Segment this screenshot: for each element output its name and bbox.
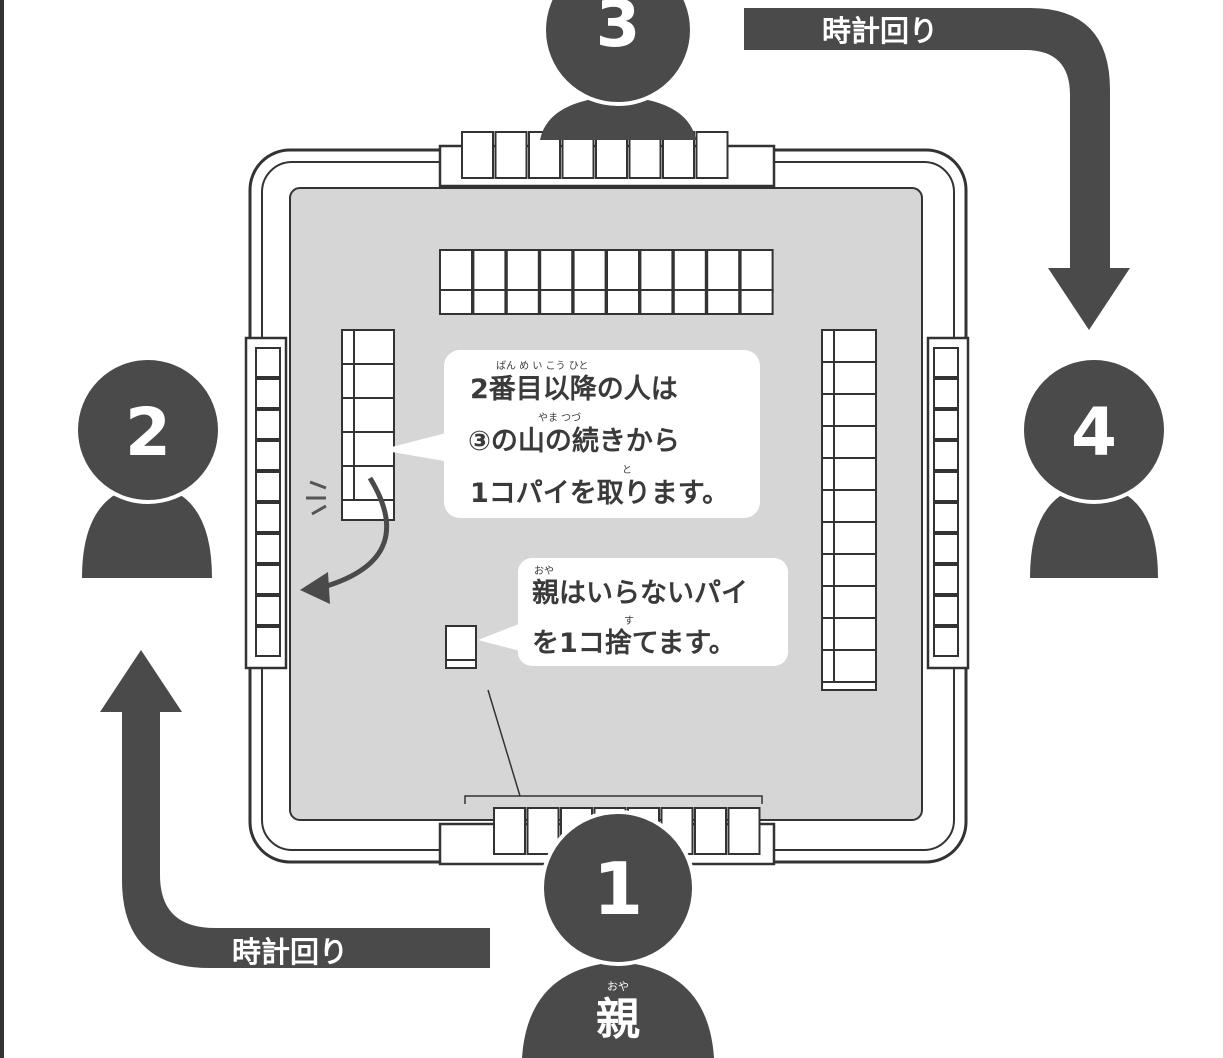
hand-tile [493,807,526,855]
wall-tile [833,649,877,683]
wall-tile [833,457,877,491]
wall-tile [606,249,640,293]
wall-tile [833,585,877,619]
arrow-label-top-right: 時計回り [822,14,938,48]
callout-draw-ruby-1: ばん め い こう ひと [496,360,588,372]
wall-tile [606,289,640,315]
wall-tile [833,489,877,523]
dealer-label: 親 [596,994,640,1045]
hand-tile [933,347,959,378]
discarded-tile [445,625,477,669]
callout-draw-ruby-2: やま つづ [538,412,581,424]
hand-tile [727,807,761,855]
discard-pointer-lines [464,689,763,804]
wall-right [821,329,877,691]
hand-tile [933,564,959,595]
arrow-ruby-bottom-left: と けい まわ [246,911,308,924]
hand-tile [255,409,281,440]
wall-tile [706,249,741,293]
rack-top [438,131,776,188]
hand-tile [933,409,959,440]
wall-tile [639,289,674,315]
wall-tile [572,289,607,315]
wall-tile [353,397,395,433]
wall-tile [672,249,707,293]
hand-tile [255,595,281,626]
wall-tile [833,521,877,555]
hand-tile [933,378,959,409]
callout-discard-line-2: を1コ捨てます。 [532,627,736,659]
clockwise-arrow-bottom-left: と けい まわ 時計回り [100,650,490,969]
callout-draw-line-3: 1コパイを取ります。 [470,478,729,509]
hand-tile [933,533,959,564]
wall-tile [505,289,540,315]
hand-tile [933,595,959,626]
wall-tile [833,329,877,363]
wall-tile [833,361,877,395]
wall-tile [821,681,877,691]
hand-tile [255,533,281,564]
player-2-number: 2 [125,394,171,471]
wall-tile [833,393,877,427]
clockwise-arrow-top-right: 時計回り [744,8,1130,330]
player-2: 2 [74,356,222,578]
wall-tile [439,249,473,293]
hand-tile [255,440,281,471]
player-4: 4 [1020,356,1168,578]
wall-tile [353,363,395,399]
callout-draw-line-1: 2番目以降の人は [470,374,678,405]
rack-left [244,336,288,670]
wall-tile [706,289,741,315]
callout-discard: おや 親はいらないパイ す を1コ捨てます。 [478,558,788,666]
wall-tile [672,289,707,315]
hand-tile [255,471,281,502]
player-1: 1 おや 親 [522,810,714,1058]
left-border [0,0,4,1058]
wall-tile [833,553,877,587]
hand-tile [933,502,959,533]
hand-tile [695,131,729,179]
dealer-ruby: おや [607,980,629,993]
hand-tile [461,131,494,179]
hand-tile [255,626,281,657]
hand-tile [494,131,528,179]
callout-discard-line-1: 親はいらないパイ [532,578,748,609]
player-3-number: 3 [596,0,641,62]
wall-tile [505,249,540,293]
hand-tile [694,807,727,855]
hand-tile [255,564,281,595]
draw-motion-arrow [300,476,390,604]
wall-tile [472,249,507,293]
callout-draw: ばん め い こう ひと 2番目以降の人は やま つづ ③の山の続きから と 1… [380,350,760,518]
hand-tile [933,626,959,657]
wall-tile [539,289,574,315]
hand-tile [933,471,959,502]
hand-tile [255,502,281,533]
hand-tile [933,440,959,471]
wall-tile [739,289,774,315]
hand-tile [255,347,281,378]
wall-left [341,329,395,521]
player-3: 3 [540,0,696,140]
wall-tile [572,249,607,293]
rack-right [926,336,970,670]
wall-tile [739,249,774,293]
hand-tile [255,378,281,409]
arrow-label-bottom-left: 時計回り [232,935,348,969]
wall-tile [439,289,473,315]
player-1-number: 1 [593,847,643,931]
callout-draw-line-2: ③の山の続きから [468,426,680,457]
callout-discard-ruby-1: おや [534,565,554,577]
wall-tile [353,329,395,365]
wall-tile [833,617,877,651]
wall-tile [472,289,507,315]
wall-tile [833,425,877,459]
wall-tile [639,249,674,293]
wall-tile [539,249,574,293]
player-4-number: 4 [1071,394,1117,471]
callout-draw-ruby-3: と [622,464,632,476]
callout-discard-ruby-2: す [624,615,634,627]
wall-top [439,249,774,315]
